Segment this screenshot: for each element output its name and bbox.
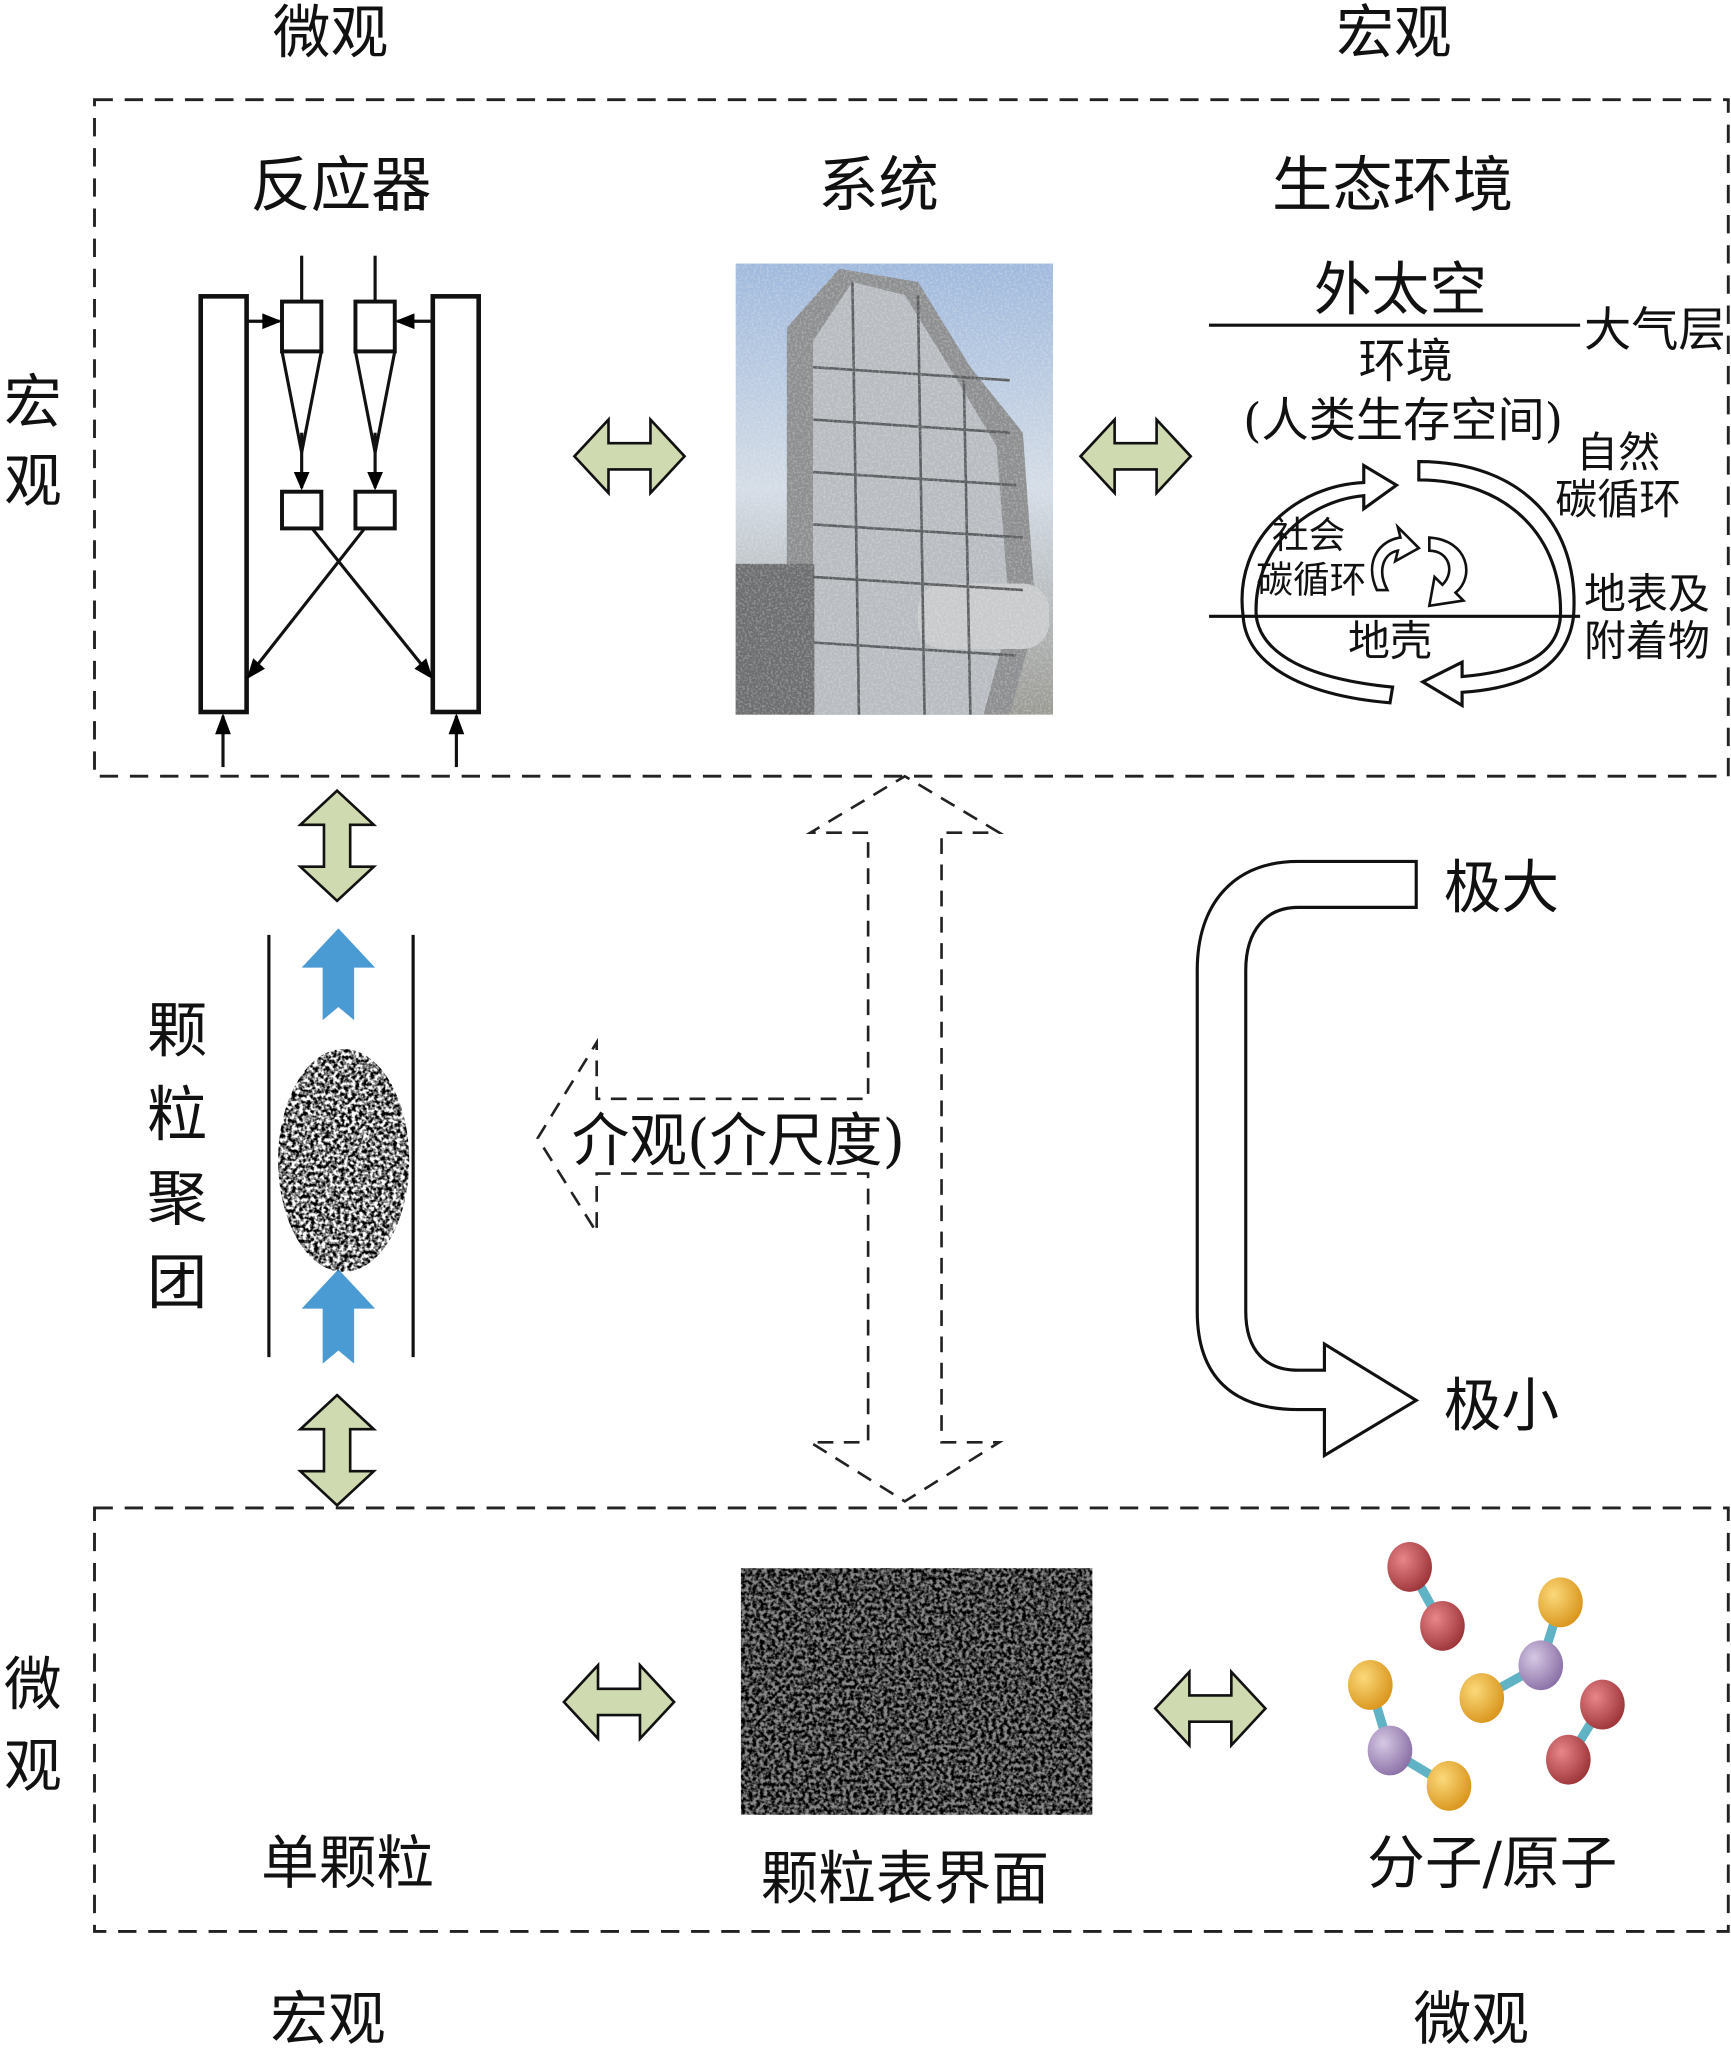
natural-cycle-label-1: 自然 [1576,428,1660,477]
side-label-macro-1: 宏 [4,368,62,436]
particle-surface-image [740,1568,1093,1815]
particle-surface-label: 颗粒表界面 [761,1845,1049,1913]
molecule-illustration [1348,1542,1625,1811]
atmosphere-label: 大气层 [1584,303,1726,358]
molecule-atom-label: 分子/原子 [1367,1829,1617,1897]
macro-scale-box [93,98,1730,778]
carbon-cycle-diagram: 外太空 大气层 环境 (人类生存空间) 自然 碳循环 社会 碳循环 地表及 附着… [1209,255,1726,709]
power-plant-photo [735,263,1054,715]
double-arrow-macro-meso [299,789,376,903]
cluster-label-1: 颗 [147,997,207,1067]
system-title: 系统 [818,151,939,221]
human-space-label: (人类生存空间) [1243,394,1563,449]
particle-cluster-image [278,1048,410,1272]
surface-label-2: 附着物 [1584,617,1710,666]
reactor-schematic [198,255,481,768]
environment-label: 环境 [1359,335,1453,390]
side-label-micro-1: 微 [4,1651,62,1719]
social-cycle-label-1: 社会 [1272,514,1345,557]
double-arrow-meso-micro [299,1393,376,1507]
natural-cycle-label-2: 碳循环 [1555,475,1681,524]
side-label-macro-2: 观 [4,447,62,515]
crust-label: 地壳 [1348,617,1432,666]
single-particle-label: 单颗粒 [261,1829,434,1897]
gas-flow-arrow-top [301,928,376,1021]
cluster-label-4: 团 [147,1248,207,1318]
gas-flow-arrow-bottom [301,1269,376,1364]
double-arrow-reactor-system [573,418,686,495]
double-arrow-particle-surface [562,1663,676,1740]
surface-label-1: 地表及 [1584,569,1710,618]
corner-label-bottom-left: 宏观 [270,1985,385,2053]
social-cycle-arrows-icon [1370,522,1468,608]
scale-min-label: 极小 [1444,1371,1559,1439]
natural-cycle-arrow-top [1240,462,1400,617]
reactor-title: 反应器 [251,151,432,221]
cluster-label-3: 聚 [147,1164,207,1234]
outer-space-label: 外太空 [1314,255,1487,323]
corner-label-top-right: 宏观 [1336,0,1451,66]
scale-u-arrow [1195,859,1420,1459]
meso-label: 介观(介尺度) [572,1106,905,1174]
double-arrow-system-eco [1079,418,1192,495]
scale-max-label: 极大 [1444,853,1559,921]
eco-title: 生态环境 [1272,151,1513,221]
side-label-micro-2: 观 [4,1732,62,1800]
micro-scale-box [93,1506,1730,1933]
social-cycle-label-2: 碳循环 [1256,559,1366,602]
corner-label-bottom-right: 微观 [1414,1985,1529,2053]
cluster-label-2: 粒 [147,1081,207,1151]
natural-cycle-arrow-right [1417,459,1576,709]
corner-label-top-left: 微观 [273,0,388,66]
double-arrow-surface-molecule [1153,1670,1267,1747]
natural-cycle-arrow-left [1241,616,1395,705]
